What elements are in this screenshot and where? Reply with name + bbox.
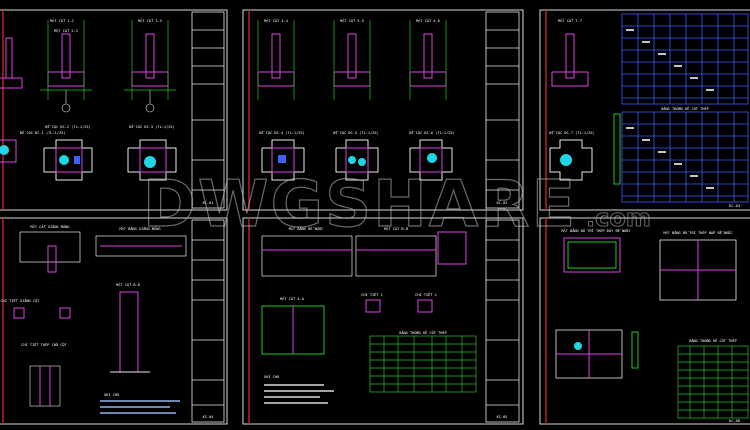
- footing-section-5: [347, 33, 357, 79]
- table-title: BẢNG THỐNG KÊ CỐT THÉP: [689, 338, 737, 343]
- section-title: MẶT BẰNG BỐ TRÍ THÉP NẮP BỂ NƯỚC: [663, 230, 732, 235]
- footing-plan-1: [0, 139, 17, 163]
- sheet-4-drawings: [13, 231, 187, 414]
- rebar-schedule-table-1: [621, 13, 749, 203]
- title-block-1: [191, 11, 225, 209]
- sheet-1-drawings: [0, 20, 177, 181]
- title-block-2: [485, 11, 520, 209]
- footing-plan-5: [335, 139, 379, 181]
- sheet-code: KC-02: [497, 201, 508, 205]
- plan-title: ĐẾ CỌC ĐC-2 (TL:1/25): [45, 124, 90, 129]
- watermark: DWGSHARE .com: [142, 167, 651, 242]
- sheet-frames: [0, 9, 750, 425]
- section-title: MẶT BẰNG BỐ TRÍ THÉP ĐÁY BỂ NƯỚC: [561, 228, 630, 233]
- notes-title: GHI CHÚ: [104, 392, 119, 397]
- section-title: MẶT CẮT 1-1: [50, 18, 74, 23]
- footing-section-1: [0, 37, 23, 89]
- rebar-schedule-table-2: [369, 335, 477, 393]
- sheet-code: KC-01: [203, 201, 214, 205]
- section-title: MẶT CẮT 5-5: [340, 18, 364, 23]
- sheet-frame-5: [242, 217, 524, 425]
- sheet-frame-2: [242, 9, 524, 211]
- sheet-2-drawings: [257, 20, 453, 181]
- section-title: MẶT BẰNG BỂ NƯỚC: [289, 226, 324, 231]
- sheet-frame-1: [0, 9, 228, 211]
- section-title: MẶT BẰNG GIẰNG MÓNG: [119, 226, 160, 231]
- section-title: MẶT CẮT 2-2: [54, 28, 78, 33]
- plan-title: CHI TIẾT THÉP CHỜ CỘT: [21, 342, 67, 347]
- footing-section-6: [423, 33, 433, 79]
- sheet-5-drawings: [261, 231, 477, 404]
- plan-title: CHI TIẾT 2: [415, 292, 437, 297]
- section-title: MẶT CẮT 8-8: [116, 282, 140, 287]
- plan-title: ĐẾ CỌC ĐC-3 (TL:1/25): [129, 124, 174, 129]
- sheet-code: KC-04: [203, 415, 214, 419]
- footing-section-4: [271, 33, 281, 79]
- plan-title: ĐẾ CỌC ĐC-1 (TL:1/25): [20, 130, 65, 135]
- title-blocks: [191, 11, 520, 423]
- title-block-5: [485, 219, 520, 423]
- sheet-frame-4: [0, 217, 228, 425]
- plan-title: ĐẾ CỌC ĐC-4 (TL:1/25): [259, 130, 304, 135]
- footing-plan-4: [261, 139, 305, 181]
- sheet-code: KC-05: [497, 415, 508, 419]
- footing-plan-6: [409, 139, 453, 181]
- plan-title: ĐẾ CỌC ĐC-5 (TL:1/25): [333, 130, 378, 135]
- footing-plan-2: [43, 139, 93, 181]
- notes-title: GHI CHÚ: [264, 374, 279, 379]
- sheet-frame-3: [539, 9, 750, 211]
- plan-title: CHI TIẾT GIẰNG CỘT: [1, 298, 41, 303]
- plan-title: ĐẾ CỌC ĐC-6 (TL:1/25): [409, 130, 454, 135]
- section-title: MẶT CẮT 4-4: [264, 18, 288, 23]
- plan-title: ĐẾ CỌC ĐC-7 (TL:1/25): [549, 130, 594, 135]
- rebar-schedule-table-3: [677, 345, 749, 419]
- sheet-code: KC-06: [729, 419, 740, 423]
- sheet-red-borders: [2, 10, 547, 424]
- section-title: MẶT CẮT A-A: [280, 296, 305, 301]
- drawing-labels: MẶT CẮT 1-1 MẶT CẮT 2-2 MẶT CẮT 3-3 ĐẾ C…: [1, 18, 740, 423]
- table-title: BẢNG THỐNG KÊ CỐT THÉP: [399, 330, 447, 335]
- footing-section-7: [565, 33, 575, 79]
- title-block-4: [191, 219, 225, 423]
- section-title: MẶT CẮT B-B: [384, 226, 408, 231]
- plan-title: CHI TIẾT 1: [361, 292, 383, 297]
- footing-plan-7: [549, 139, 593, 181]
- section-title: MẶT CẮT 3-3: [138, 18, 162, 23]
- table-title: BẢNG THỐNG KÊ CỐT THÉP: [661, 106, 709, 111]
- footing-plan-3: [127, 139, 177, 181]
- section-title: MẶT CẮT 6-6: [416, 18, 440, 23]
- watermark-text: DWGSHARE: [143, 168, 577, 242]
- sheet-frame-6: [539, 217, 750, 425]
- sheet-6-drawings: [555, 237, 749, 419]
- section-title: MẶT CẮT 7-7: [558, 18, 582, 23]
- section-title: MẶT CẮT GIẰNG MÓNG: [31, 224, 70, 229]
- watermark-suffix: .com: [586, 204, 651, 232]
- sheet-3-drawings: [549, 13, 749, 203]
- sheet-code: KC-03: [729, 204, 740, 208]
